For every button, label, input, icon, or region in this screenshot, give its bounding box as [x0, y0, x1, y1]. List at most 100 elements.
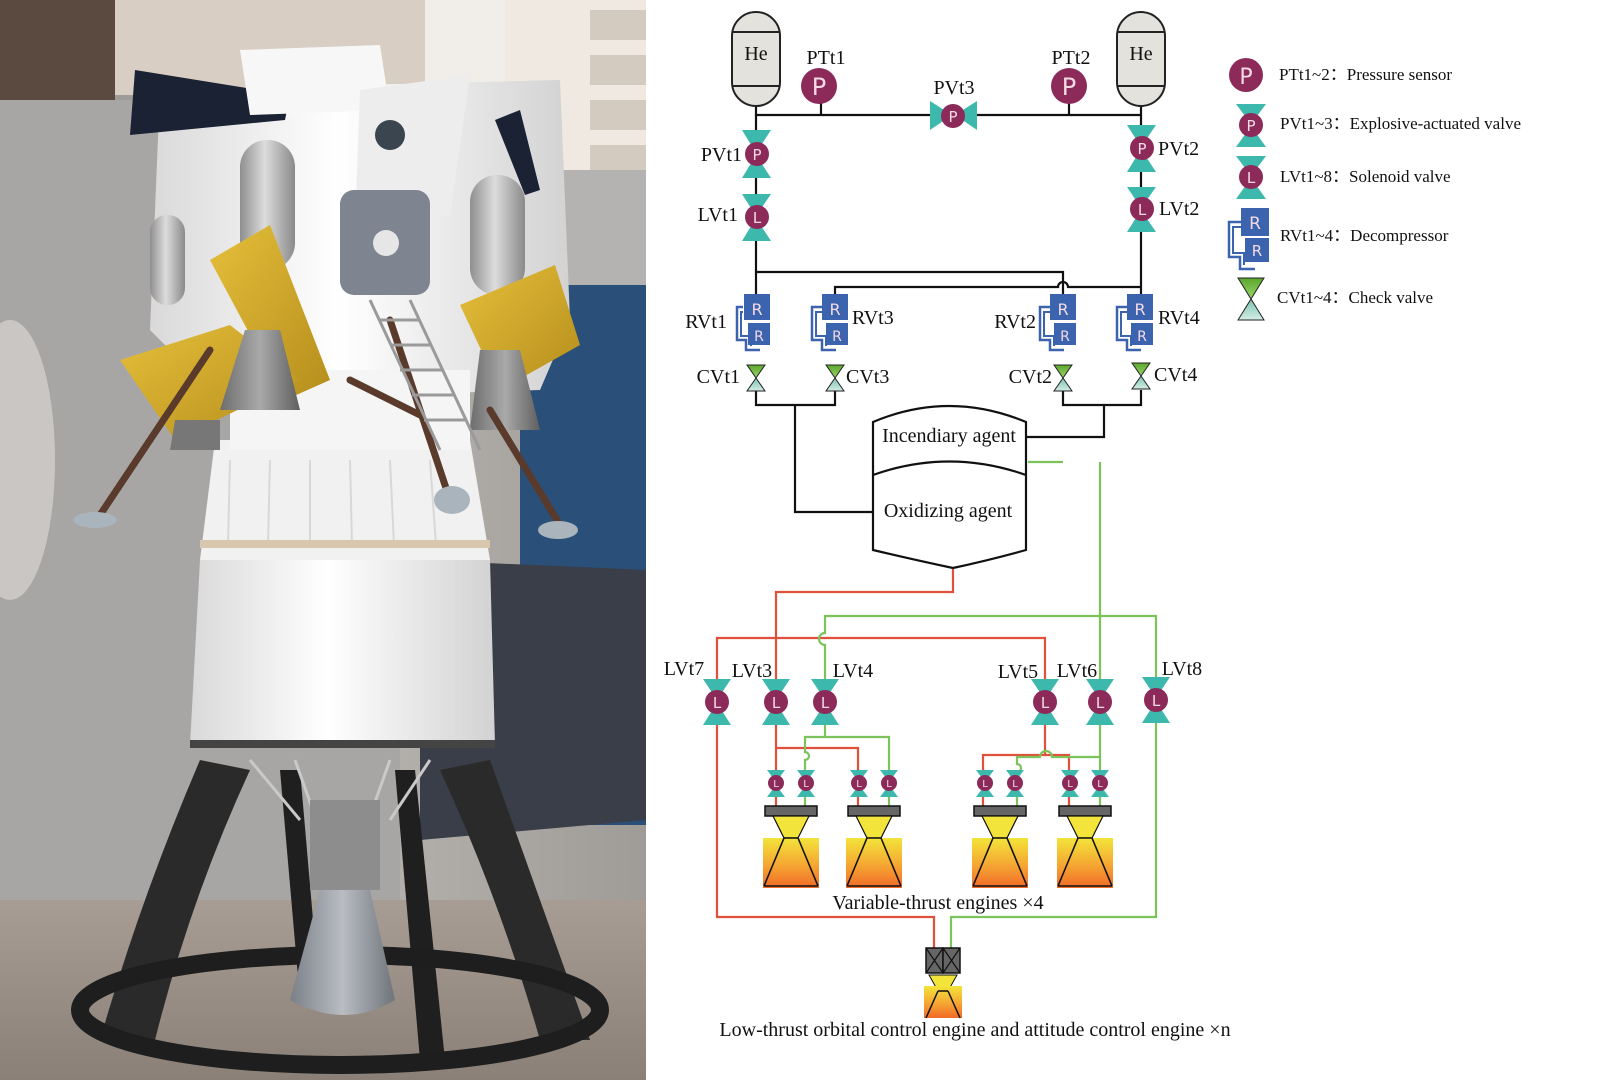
engine-valve-glyph: L: [1067, 779, 1073, 790]
engine-valve-glyph: L: [982, 779, 988, 790]
solenoid-valve-lvt6: L LVt6: [1057, 660, 1114, 725]
explosive-valve-pvt3-label: PVt3: [933, 77, 974, 99]
pressure-sensor-glyph: P: [812, 73, 826, 101]
engine-solenoid-valve: L: [1006, 770, 1024, 797]
decompressor-icon: [1241, 208, 1269, 236]
low-thrust-engines-caption: Low-thrust orbital control engine and at…: [719, 1019, 1230, 1041]
legend-glyph: R: [1252, 242, 1262, 260]
engine-solenoid-valve: L: [976, 770, 994, 797]
legend-glyph: P: [1239, 65, 1252, 90]
helium-tank-right: He: [1116, 11, 1166, 107]
legend-item-decompressor: R R RVt1~4：Decompressor: [1227, 208, 1449, 271]
check-valve-cvt4-label: CVt4: [1154, 364, 1197, 386]
check-valve-cvt1-label: CVt1: [697, 366, 740, 388]
engine-solenoid-valve: L: [767, 770, 785, 797]
pressure-sensor-glyph: P: [1062, 73, 1076, 101]
propellant-tank: Incendiary agent Oxidizing agent: [871, 404, 1028, 570]
decompressor-glyph: R: [1060, 329, 1070, 345]
legend-label: PVt1~3：Explosive-actuated valve: [1280, 114, 1521, 133]
check-valve-cvt4: CVt4: [1131, 362, 1197, 390]
propulsion-system-diagram: He He P PTt1 P PTt2 P PVt3 P PVt1 P PV: [664, 11, 1521, 1041]
decompressor-glyph: R: [751, 300, 762, 319]
engine-valve-glyph: L: [1012, 779, 1018, 790]
check-valve-cvt1: CVt1: [697, 364, 766, 392]
solenoid-valve-glyph: L: [1041, 694, 1050, 712]
solenoid-valve-lvt4-label: LVt4: [833, 660, 873, 682]
decompressor-glyph: R: [1057, 300, 1068, 319]
solenoid-valve-lvt5-label: LVt5: [998, 661, 1038, 683]
pressure-sensor-ptt1: P PTt1: [801, 47, 845, 104]
check-valve-cvt3-label: CVt3: [846, 366, 889, 388]
engine-solenoid-valve: L: [880, 770, 898, 797]
solenoid-valve-lvt6-label: LVt6: [1057, 660, 1097, 682]
helium-tank-left-label: He: [744, 43, 767, 65]
decompressor-rvt3-label: RVt3: [852, 307, 894, 329]
decompressor-glyph: R: [754, 329, 764, 345]
solenoid-valve-lvt3: L LVt3: [732, 660, 790, 725]
pressure-sensor-ptt1-label: PTt1: [807, 47, 846, 69]
decompressor-rvt4: R R RVt4: [1115, 294, 1200, 352]
engine-solenoid-valve: L: [1091, 770, 1109, 797]
pressure-sensor-ptt2: P PTt2: [1051, 47, 1090, 104]
decompressor-glyph: R: [832, 329, 842, 345]
decompressor-rvt1-label: RVt1: [685, 311, 727, 333]
decompressor-glyph: R: [829, 300, 840, 319]
solenoid-valve-glyph: L: [713, 694, 722, 712]
oxidizing-agent-label: Oxidizing agent: [884, 500, 1013, 522]
check-valve-cvt3: CVt3: [825, 364, 889, 392]
explosive-valve-pvt2-label: PVt2: [1158, 138, 1199, 160]
check-valve-icon: [1237, 277, 1265, 300]
check-valve-cvt2: CVt2: [1009, 364, 1073, 392]
legend-label: PTt1~2：Pressure sensor: [1279, 65, 1452, 84]
solenoid-valve-lvt7-label: LVt7: [664, 658, 704, 680]
solenoid-valve-lvt1: L LVt1: [698, 194, 771, 241]
decompressor-rvt2-label: RVt2: [994, 311, 1036, 333]
legend: P PTt1~2：Pressure sensor P PVt1~3：Explos…: [1227, 58, 1521, 321]
variable-engines-caption: Variable-thrust engines ×4: [832, 892, 1043, 914]
legend-label: CVt1~4：Check valve: [1277, 288, 1433, 307]
lander-model-photo: [0, 0, 646, 1080]
decompressor-rvt4-label: RVt4: [1158, 307, 1200, 329]
engine-solenoid-valve: L: [1061, 770, 1079, 797]
legend-item-solenoid-valve: L LVt1~8：Solenoid valve: [1236, 156, 1451, 199]
solenoid-valve-glyph: L: [821, 694, 830, 712]
solenoid-valve-lvt8-label: LVt8: [1162, 658, 1202, 680]
decompressor-rvt1: R R RVt1: [685, 294, 770, 352]
decompressor-glyph: R: [1134, 300, 1145, 319]
engine-valve-glyph: L: [856, 779, 862, 790]
decompressor-rvt2: R R RVt2: [994, 294, 1076, 352]
legend-label: LVt1~8：Solenoid valve: [1280, 167, 1451, 186]
pressure-sensor-ptt2-label: PTt2: [1052, 47, 1091, 69]
engine-solenoid-valve: L: [797, 770, 815, 797]
solenoid-valve-glyph: L: [1096, 694, 1105, 712]
check-valve-cvt2-label: CVt2: [1009, 366, 1052, 388]
legend-item-check-valve: CVt1~4：Check valve: [1237, 277, 1433, 321]
solenoid-valve-glyph: L: [1152, 692, 1161, 710]
legend-item-pressure-sensor: P PTt1~2：Pressure sensor: [1229, 58, 1452, 92]
solenoid-valve-lvt2: L LVt2: [1127, 187, 1199, 232]
solenoid-valve-lvt5: L LVt5: [998, 661, 1059, 725]
explosive-valve-pvt1: P PVt1: [701, 130, 771, 178]
decompressor-glyph: R: [1137, 329, 1147, 345]
helium-tank-left: He: [731, 11, 781, 107]
incendiary-agent-label: Incendiary agent: [882, 425, 1016, 447]
explosive-valve-glyph: P: [1137, 140, 1146, 158]
solenoid-valve-lvt2-label: LVt2: [1159, 198, 1199, 220]
legend-glyph: P: [1246, 117, 1255, 135]
solenoid-valve-lvt7: L LVt7: [664, 658, 731, 725]
solenoid-valve-glyph: L: [1138, 201, 1147, 219]
legend-glyph: L: [1247, 169, 1256, 187]
engine-valve-glyph: L: [773, 779, 779, 790]
explosive-valve-pvt2: P PVt2: [1127, 125, 1199, 172]
solenoid-valve-lvt8: L LVt8: [1142, 658, 1202, 723]
pressure-sensor-icon: [1229, 58, 1263, 92]
solenoid-valve-lvt4: L LVt4: [811, 660, 873, 725]
helium-tank-right-label: He: [1129, 43, 1152, 65]
explosive-valve-glyph: P: [752, 146, 761, 164]
low-thrust-engine: [924, 947, 962, 1019]
